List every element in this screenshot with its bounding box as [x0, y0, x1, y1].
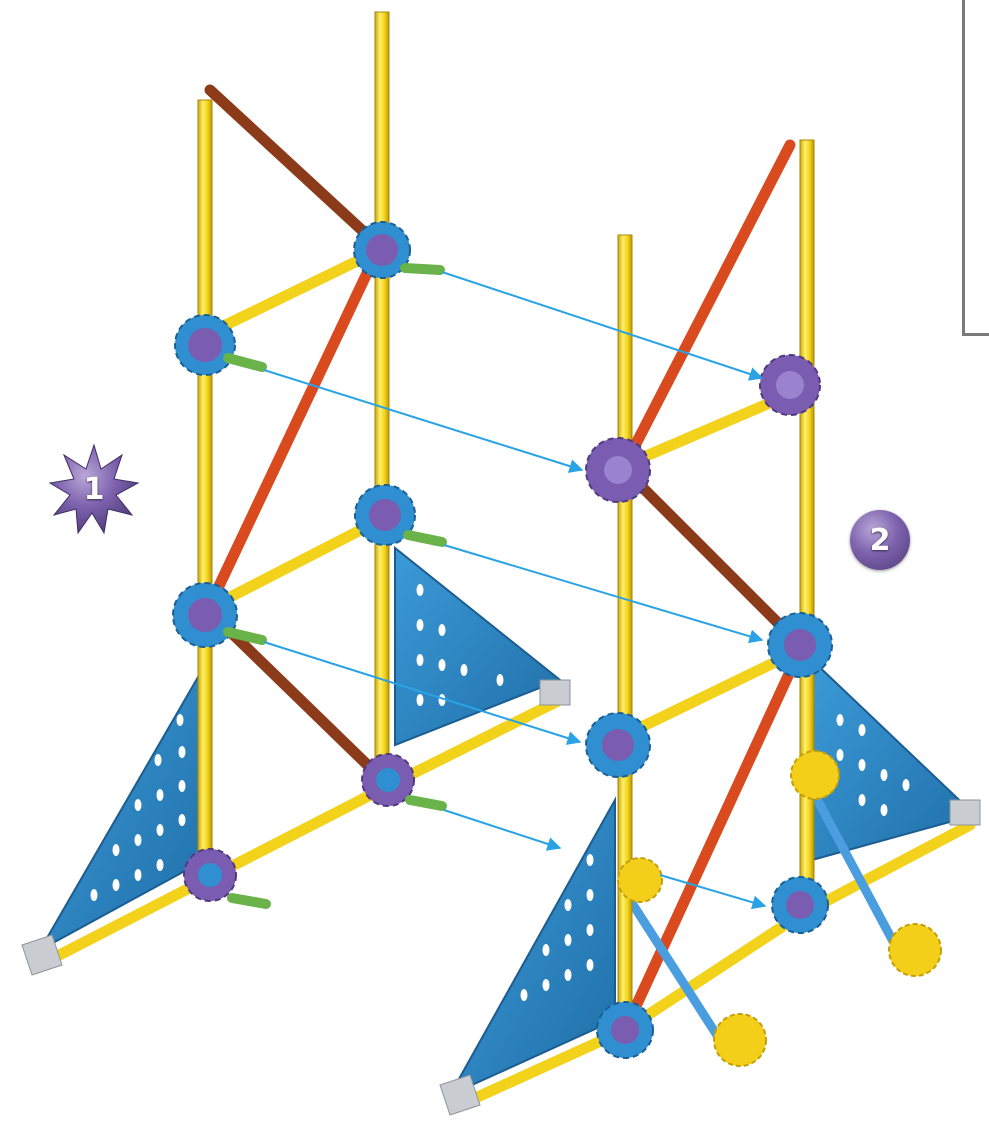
callout-frame	[962, 0, 989, 336]
brown-diagonal	[625, 470, 800, 645]
brown-diagonal-top	[210, 90, 378, 245]
step-2-badge: 2	[850, 510, 910, 570]
hub-connectors	[586, 355, 941, 1066]
front-triangle-panel	[40, 665, 205, 950]
yellow-post-left	[198, 100, 212, 890]
grey-foot	[950, 800, 980, 825]
red-diagonal	[210, 250, 378, 605]
step-number: 1	[84, 472, 105, 507]
grey-foot	[540, 680, 570, 705]
red-diagonal	[625, 145, 790, 465]
model-step-2	[440, 140, 980, 1115]
yellow-post-left	[618, 235, 632, 1035]
yellow-post-right	[375, 12, 389, 787]
yellow-post-right	[800, 140, 814, 920]
step-number: 2	[870, 523, 891, 558]
step-1-badge: 1	[48, 443, 140, 535]
